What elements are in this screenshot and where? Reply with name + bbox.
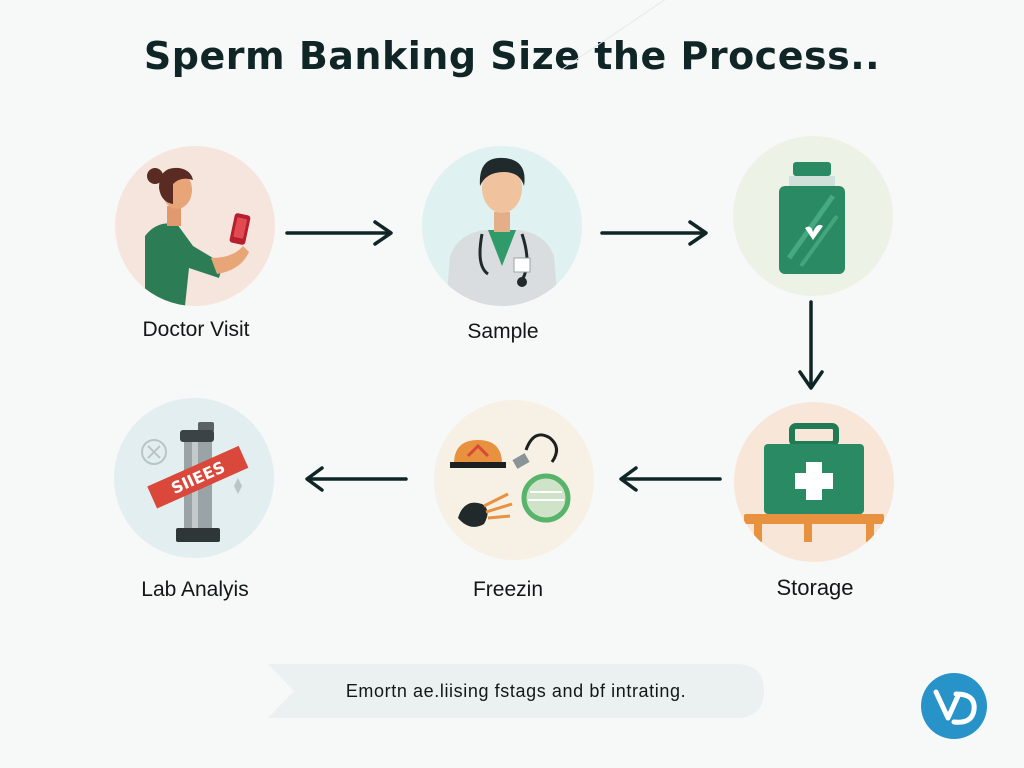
arrow-left-icon xyxy=(305,466,408,492)
lab-tools-icon xyxy=(434,400,594,560)
arrow-left-icon xyxy=(619,466,722,492)
step-doctor-visit-circle xyxy=(115,146,275,306)
arrow-right-icon xyxy=(285,220,393,246)
step-sample-circle xyxy=(422,146,582,306)
medical-case-icon xyxy=(734,402,894,562)
test-tube-icon: SIIEES xyxy=(114,398,274,558)
step-label-freezing: Freezin xyxy=(472,578,544,601)
step-lab-analysis-circle: SIIEES xyxy=(114,398,274,558)
doctor-icon xyxy=(422,146,582,306)
caption-banner xyxy=(268,664,764,718)
step-label-doctor-visit: Doctor Visit xyxy=(142,318,250,341)
step-label-storage: Storage xyxy=(776,575,854,600)
brand-logo-icon xyxy=(921,673,987,739)
step-label-lab-analysis: Lab Analyis xyxy=(141,578,249,601)
step-specimen-circle xyxy=(733,136,893,296)
page-title: Sperm Banking Size the Process.. xyxy=(143,34,881,78)
caption-text: Emortn ae.liising fstags and bf intratin… xyxy=(345,681,687,701)
step-storage-circle xyxy=(734,402,894,562)
step-freezing-circle xyxy=(434,400,594,560)
arrow-right-icon xyxy=(600,220,708,246)
step-label-sample: Sample xyxy=(467,320,539,343)
arrow-down-icon xyxy=(798,300,824,390)
specimen-jar-icon xyxy=(733,136,893,296)
woman-phone-icon xyxy=(115,146,275,306)
